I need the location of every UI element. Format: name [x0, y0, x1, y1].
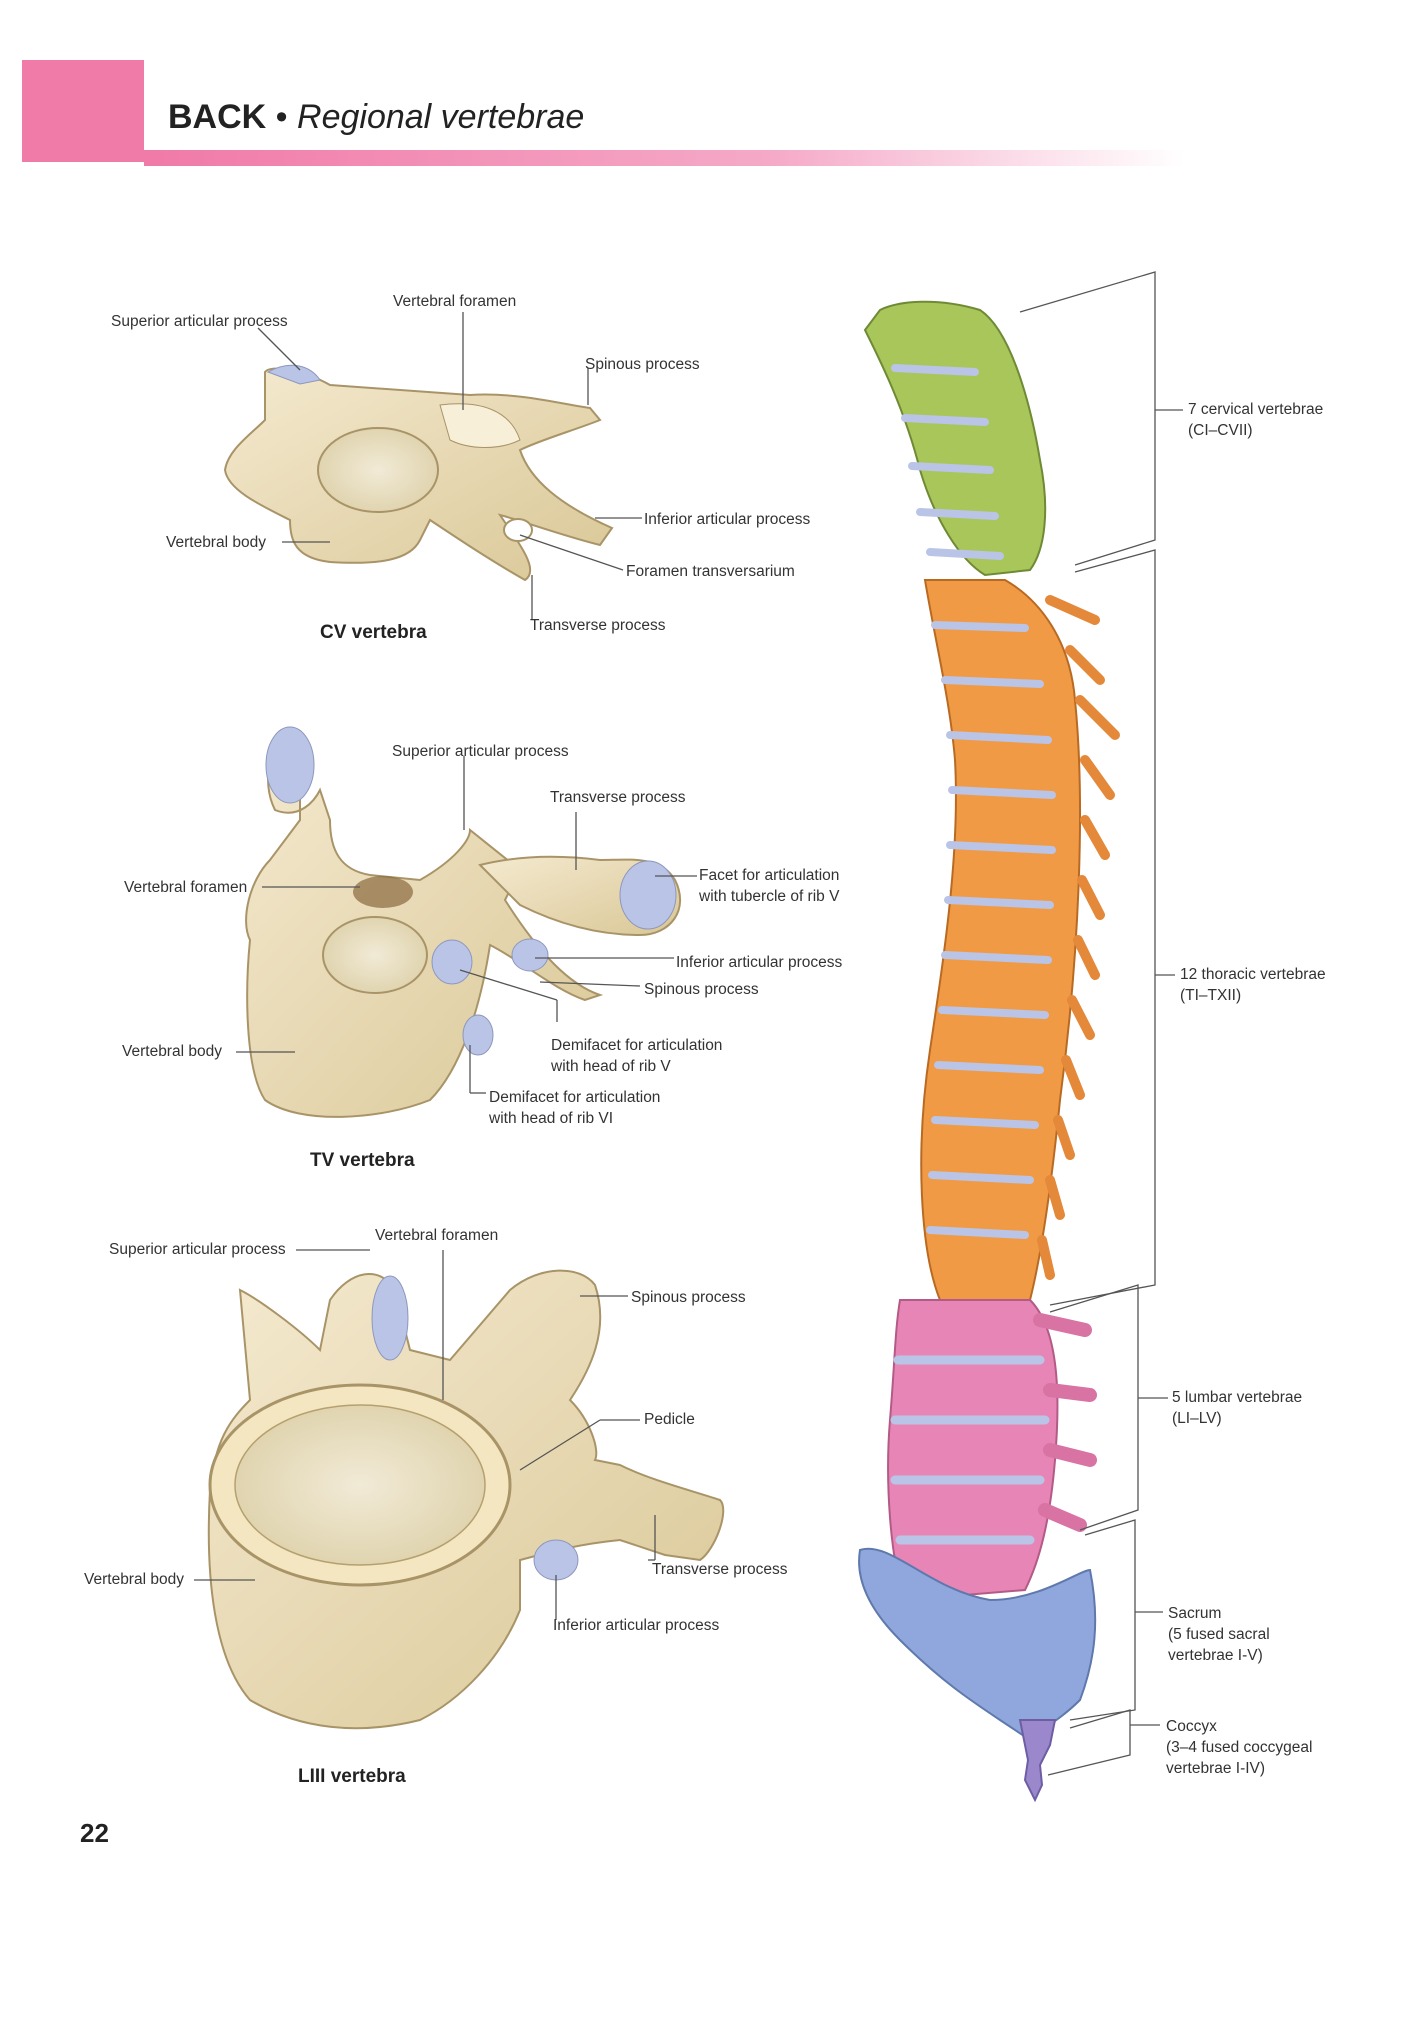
spine-label-sacrum-2: (5 fused sacral: [1168, 1626, 1270, 1643]
tv-label-spinous: Spinous process: [644, 981, 759, 998]
lv-inferior-facet: [533, 1539, 579, 1581]
spine-label-sacrum-3: vertebrae I-V): [1168, 1647, 1263, 1664]
leader-lines: [194, 271, 1183, 1776]
cv-superior-facet: [266, 364, 321, 385]
tv-label-demifacet-vi-2: with head of rib VI: [489, 1110, 614, 1127]
header-color-band: [22, 60, 144, 162]
tv-label-vertebral-foramen: Vertebral foramen: [124, 879, 248, 896]
lv-superior-facet: [371, 1275, 409, 1361]
tv-label-transverse: Transverse process: [550, 789, 686, 806]
tv-label-facet-2: with tubercle of rib V: [699, 888, 840, 905]
spine-label-sacrum-1: Sacrum: [1168, 1605, 1222, 1622]
lv-caption: LIII vertebra: [298, 1766, 406, 1787]
tv-caption: TV vertebra: [310, 1150, 415, 1171]
tv-vertebral-foramen: [353, 876, 413, 908]
lv-label-pedicle: Pedicle: [644, 1411, 695, 1428]
cv-label-superior-articular: Superior articular process: [111, 313, 288, 330]
spine-illustration: [858, 300, 1120, 1803]
cv-body-top: [317, 427, 439, 513]
lv-body-top: [234, 1404, 486, 1566]
title-subtitle: Regional vertebrae: [297, 98, 585, 136]
tv-label-vertebral-body: Vertebral body: [122, 1043, 222, 1060]
tv-superior-facet: [265, 726, 315, 804]
cv-label-spinous: Spinous process: [585, 356, 700, 373]
tv-body-top: [322, 916, 428, 994]
page-number: 22: [80, 1818, 109, 1848]
cv-label-vertebral-foramen: Vertebral foramen: [393, 293, 517, 310]
lv-label-vertebral-foramen: Vertebral foramen: [375, 1227, 499, 1244]
tv-body-shape: [245, 733, 604, 1118]
tv-label-inferior-articular: Inferior articular process: [676, 954, 843, 971]
tv-label-facet-1: Facet for articulation: [699, 867, 840, 884]
spine-cervical-discs: [891, 364, 1004, 560]
title-bullet: •: [275, 98, 288, 136]
lv-label-spinous: Spinous process: [631, 1289, 746, 1306]
spine-cervical: [863, 300, 1047, 577]
tv-demifacet-vi: [462, 1014, 494, 1056]
cv-label-inferior-articular: Inferior articular process: [644, 511, 811, 528]
spine-thoracic-discs: [926, 621, 1056, 1239]
page-title: BACK • Regional vertebrae: [168, 98, 584, 137]
lv-label-superior-articular: Superior articular process: [109, 1241, 286, 1258]
cv-label-transverse: Transverse process: [530, 617, 666, 634]
header-underline-band: [144, 150, 1184, 166]
tv-rib-facet: [619, 860, 677, 930]
spine-label-cervical-1: 7 cervical vertebrae: [1188, 401, 1324, 418]
cv-foramen-transversarium: [503, 518, 533, 542]
tv-label-demifacet-v-1: Demifacet for articulation: [551, 1037, 723, 1054]
spine-label-thoracic-1: 12 thoracic vertebrae: [1180, 966, 1326, 983]
spine-label-coccyx-2: (3–4 fused coccygeal: [1166, 1739, 1313, 1756]
spine-thoracic-processes: [1037, 595, 1120, 1280]
spine-label-lumbar-2: (LI–LV): [1172, 1410, 1222, 1427]
spine-coccyx: [1018, 1719, 1057, 1803]
cv-foramen-rim: [439, 403, 521, 448]
lv-vertebra-illustration: [207, 1269, 725, 1730]
tv-label-demifacet-vi-1: Demifacet for articulation: [489, 1089, 661, 1106]
spine-label-thoracic-2: (TI–TXII): [1180, 987, 1242, 1004]
spine-sacrum: [858, 1547, 1097, 1742]
lv-label-transverse: Transverse process: [652, 1561, 788, 1578]
spine-lumbar: [887, 1299, 1059, 1602]
cv-label-foramen-transversarium: Foramen transversarium: [626, 563, 795, 580]
lv-label-vertebral-body: Vertebral body: [84, 1571, 184, 1588]
spine-label-lumbar-1: 5 lumbar vertebrae: [1172, 1389, 1303, 1406]
cv-caption: CV vertebra: [320, 622, 427, 643]
tv-label-demifacet-v-2: with head of rib V: [551, 1058, 671, 1075]
tv-demifacet-v: [431, 939, 473, 985]
tv-vertebra-illustration: [245, 726, 681, 1118]
spine-lumbar-discs: [890, 1355, 1050, 1545]
cv-label-vertebral-body: Vertebral body: [166, 534, 266, 551]
spine-label-coccyx-3: vertebrae I-IV): [1166, 1760, 1266, 1777]
tv-inferior-facet: [511, 938, 549, 972]
title-section: BACK: [168, 98, 267, 136]
lv-label-inferior-articular: Inferior articular process: [553, 1617, 720, 1634]
tv-label-superior-articular: Superior articular process: [392, 743, 569, 760]
spine-label-cervical-2: (CI–CVII): [1188, 422, 1253, 439]
cv-vertebra-illustration: [223, 364, 614, 582]
spine-label-coccyx-1: Coccyx: [1166, 1718, 1217, 1735]
spine-lumbar-processes: [1033, 1313, 1097, 1532]
